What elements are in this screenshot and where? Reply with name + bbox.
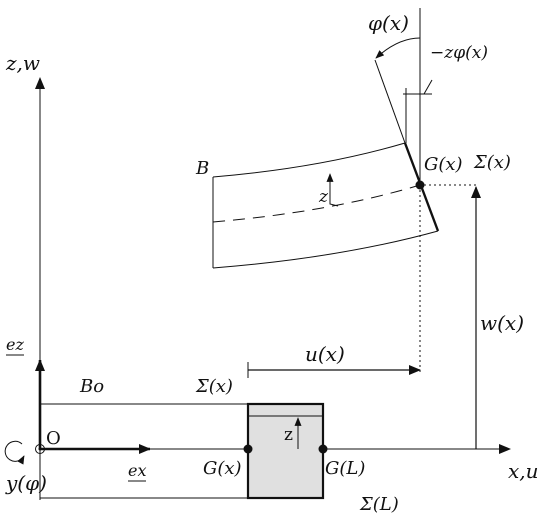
g-x-point	[243, 444, 253, 454]
g-x-ref-label: G(x)	[203, 458, 242, 479]
origin-circle	[35, 444, 45, 454]
deformed-beam-top-edge	[212, 142, 406, 178]
axis-z-label: z,w	[5, 51, 40, 75]
deformed-beam-bottom-edge	[212, 230, 439, 269]
reference-section-block	[246, 402, 325, 500]
rotation-arrow-icon	[4, 440, 25, 465]
g-l-point	[318, 444, 328, 454]
beam-def-label: B	[195, 158, 209, 179]
deformed-beam-axis-dashed	[212, 184, 421, 223]
g-x-def-label: G(x)	[424, 154, 463, 175]
origin-label: O	[46, 428, 61, 449]
sigma-l-label: Σ(L)	[359, 494, 399, 515]
z-ref-label: z	[284, 425, 293, 445]
u-x-label: u(x)	[305, 342, 345, 366]
axis-x-label: x,u	[508, 459, 539, 483]
rotation-label: y(φ)	[5, 471, 47, 495]
minus-z-phi-label: −zφ(x)	[430, 43, 488, 63]
z-def-label: z	[318, 187, 329, 207]
offset-leader	[423, 79, 433, 95]
sigma-x-def-label: Σ(x)	[473, 152, 511, 173]
beam-ref-label: Bo	[79, 376, 104, 397]
deformed-z-arrow	[326, 173, 339, 207]
sigma-x-ref-label: Σ(x)	[195, 376, 233, 397]
rotated-section-extension	[374, 59, 406, 144]
g-l-label: G(L)	[325, 458, 365, 479]
phi-x-label: φ(x)	[368, 11, 409, 35]
unit-ez-label: ez	[6, 335, 24, 354]
origin-dot	[38, 447, 42, 451]
phi-arc-arrow	[375, 37, 421, 59]
unit-ex-label: ex	[128, 461, 147, 480]
w-x-label: w(x)	[480, 311, 524, 335]
